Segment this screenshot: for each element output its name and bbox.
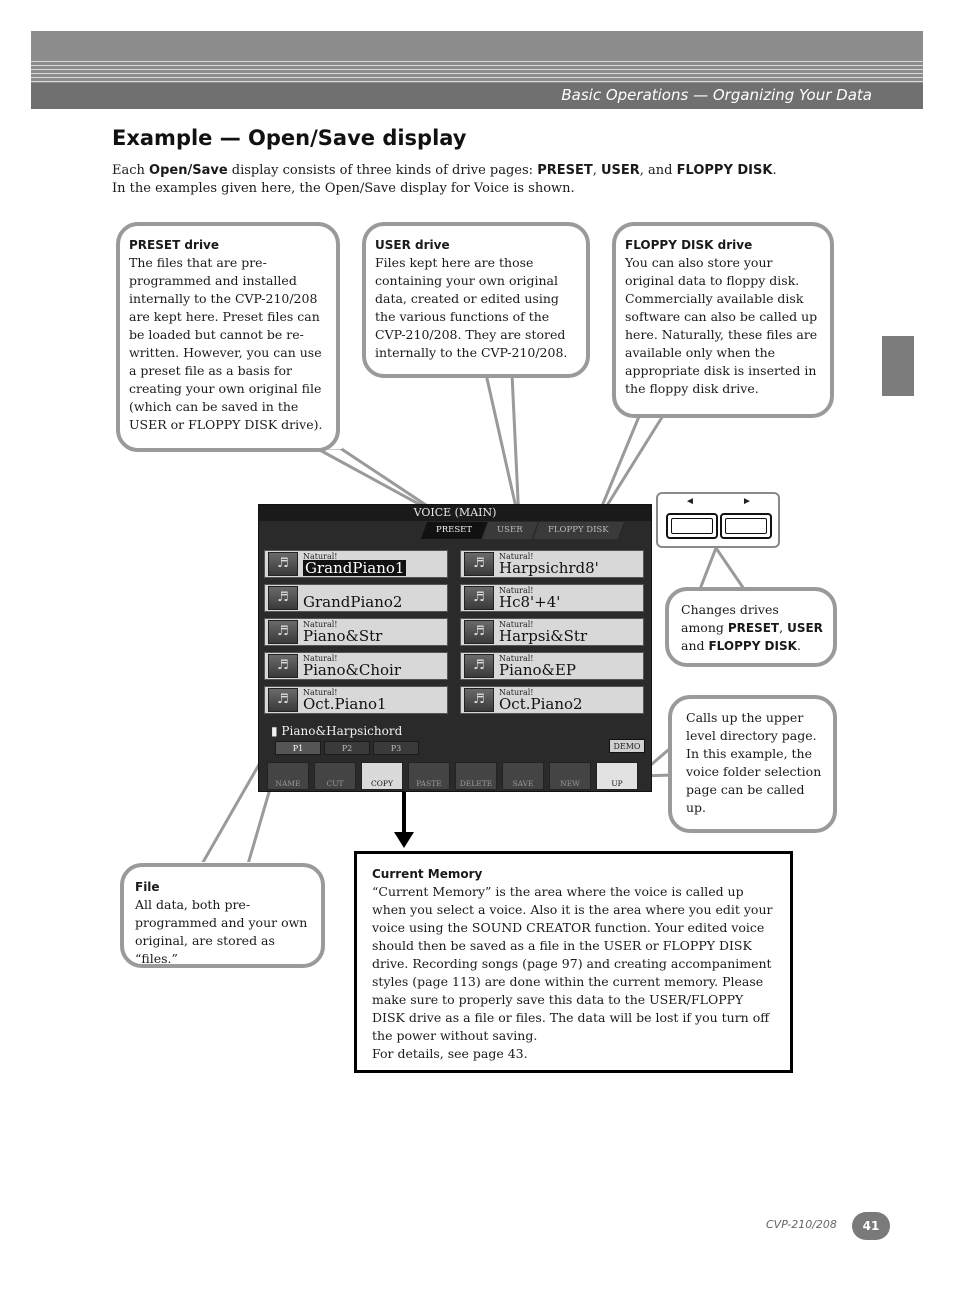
file-item[interactable]: ♬ Natural!Piano&Choir [264,652,448,680]
left-arrow-icon: ◄ [685,496,695,507]
up-directory-callout: Calls up the upper level directory page.… [668,695,837,833]
cut-button[interactable]: CUT [314,762,356,790]
drive-left-button[interactable] [666,513,718,539]
function-bar: NAME CUT COPY PASTE DELETE SAVE NEW UP [267,762,651,791]
piano-icon: ♬ [464,654,494,678]
page-heading: Example — Open/Save display [112,126,467,150]
drive-tabs: PRESET USER FLOPPY DISK [420,522,625,539]
new-button[interactable]: NEW [549,762,591,790]
file-item[interactable]: ♬ GrandPiano2 [264,584,448,612]
preset-drive-callout: PRESET drive The files that are pre-prog… [116,222,340,452]
floppy-drive-callout: FLOPPY DISK drive You can also store you… [612,222,834,418]
file-item[interactable]: ♬ Natural!Hc8'+4' [460,584,644,612]
harpsichord-icon: ♬ [464,586,494,610]
file-item[interactable]: ♬ Natural!Oct.Piano2 [460,686,644,714]
folder-icon: ▮ [271,724,282,738]
tab-user[interactable]: USER [481,522,539,539]
current-folder: ▮ Piano&Harpsichord [271,724,403,738]
page-number: 41 [852,1212,890,1240]
change-drives-callout: Changes drives among PRESET, USER and FL… [665,587,837,667]
name-button[interactable]: NAME [267,762,309,790]
header-stripe-band [31,31,923,83]
intro-text: Each Open/Save display consists of three… [112,163,777,196]
file-item[interactable]: ♬ Natural!Harpsichrd8' [460,550,644,578]
header-bar [31,83,923,109]
paste-button[interactable]: PASTE [408,762,450,790]
piano-icon: ♬ [268,552,298,576]
file-item[interactable]: ♬ Natural!Piano&Str [264,618,448,646]
file-callout: File All data, both pre-programmed and y… [120,863,325,968]
page-tab-p3[interactable]: P3 [373,741,419,755]
chapter-side-tab [882,336,914,396]
save-button[interactable]: SAVE [502,762,544,790]
tab-floppy-disk[interactable]: FLOPPY DISK [532,522,625,539]
harpsichord-icon: ♬ [464,620,494,644]
page-tabs: P1 P2 P3 [275,741,419,755]
page-tab-p1[interactable]: P1 [275,741,321,755]
tab-preset[interactable]: PRESET [420,522,489,539]
drive-right-button[interactable] [720,513,772,539]
current-memory-box: Current Memory “Current Memory” is the a… [354,851,793,1073]
file-item[interactable]: ♬ Natural!GrandPiano1 [264,550,448,578]
screen-title: VOICE (MAIN) [259,505,651,521]
file-item[interactable]: ♬ Natural!Piano&EP [460,652,644,680]
right-arrow-icon: ► [742,496,752,507]
piano-icon: ♬ [268,620,298,644]
file-item[interactable]: ♬ Natural!Harpsi&Str [460,618,644,646]
copy-button[interactable]: COPY [361,762,403,790]
up-button[interactable]: UP [596,762,638,790]
voice-open-save-screen: VOICE (MAIN) PRESET USER FLOPPY DISK ♬ N… [258,504,652,792]
page-tab-p2[interactable]: P2 [324,741,370,755]
file-item[interactable]: ♬ Natural!Oct.Piano1 [264,686,448,714]
section-title: Basic Operations — Organizing Your Data [561,86,872,104]
user-drive-callout: USER drive Files kept here are those con… [362,222,590,378]
harpsichord-icon: ♬ [464,552,494,576]
piano-icon: ♬ [268,586,298,610]
piano-icon: ♬ [268,688,298,712]
piano-icon: ♬ [268,654,298,678]
demo-button[interactable]: DEMO [609,739,645,753]
model-name: CVP-210/208 [766,1218,837,1231]
delete-button[interactable]: DELETE [455,762,497,790]
drive-change-buttons: ◄ ► [656,492,780,548]
piano-icon: ♬ [464,688,494,712]
